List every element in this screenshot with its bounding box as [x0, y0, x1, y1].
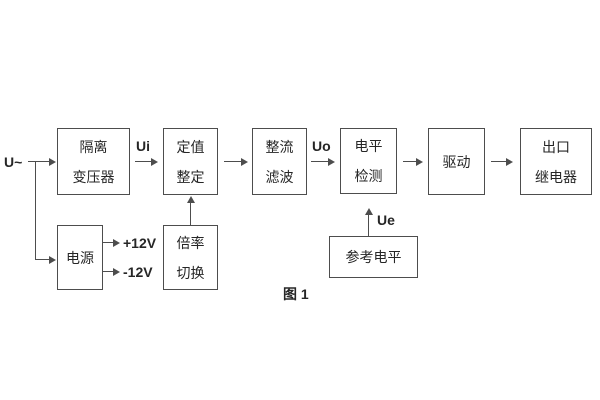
arrowhead-right-icon [328, 158, 335, 166]
block-label: 驱动 [442, 153, 471, 170]
arrowhead-right-icon [113, 268, 120, 276]
arrowhead-right-icon [49, 158, 56, 166]
conn-ratio-setting-line [190, 203, 191, 225]
arrowhead-right-icon [416, 158, 423, 166]
arrowhead-right-icon [151, 158, 158, 166]
conn-input-line [28, 161, 50, 162]
block-label: 滤波 [265, 168, 294, 185]
conn-ue-line [368, 215, 369, 236]
block-label: 电平 [354, 138, 383, 154]
block-label: 整定 [176, 168, 205, 185]
conn-setting-rectify-line [224, 161, 242, 162]
block-reference-level: 参考电平 [329, 236, 418, 278]
conn-ui-line [135, 161, 152, 162]
block-setting: 定值 整定 [163, 128, 218, 195]
power-rail-minus12v-label: -12V [123, 264, 153, 280]
block-power-supply: 电源 [57, 225, 103, 290]
block-label: 整流 [265, 138, 294, 155]
block-label: 继电器 [535, 168, 577, 185]
conn-detect-drive-line [403, 161, 417, 162]
block-ratio-switch: 倍率 切换 [163, 225, 218, 290]
block-label: 变压器 [72, 168, 115, 185]
block-label: 出口 [542, 138, 570, 155]
arrowhead-right-icon [241, 158, 248, 166]
signal-label-ue: Ue [377, 212, 395, 228]
power-rail-plus12v-label: +12V [123, 235, 157, 251]
block-label: 电源 [66, 249, 94, 266]
block-rectify-filter: 整流 滤波 [252, 128, 307, 195]
block-label: 隔离 [79, 138, 108, 155]
block-output-relay: 出口 继电器 [520, 128, 592, 195]
block-label: 定值 [176, 138, 205, 155]
arrowhead-right-icon [506, 158, 513, 166]
block-label: 检测 [354, 168, 383, 184]
input-voltage-label: U~ [4, 154, 23, 170]
signal-label-ui: Ui [136, 138, 150, 154]
block-isolation-transformer: 隔离 变压器 [57, 128, 130, 195]
conn-plus12v-line [103, 242, 114, 243]
figure-caption: 图 1 [283, 286, 309, 302]
arrowhead-right-icon [49, 256, 56, 264]
block-drive: 驱动 [428, 128, 485, 195]
block-level-detect: 电平 检测 [340, 128, 397, 194]
conn-uo-line [311, 161, 329, 162]
arrowhead-up-icon [187, 196, 195, 203]
arrowhead-right-icon [113, 239, 120, 247]
conn-input-branch-line [35, 161, 36, 260]
block-label: 切换 [176, 264, 205, 281]
signal-label-uo: Uo [312, 138, 331, 154]
block-label: 倍率 [176, 234, 205, 251]
conn-drive-relay-line [491, 161, 507, 162]
arrowhead-up-icon [365, 208, 373, 215]
conn-minus12v-line [103, 271, 114, 272]
block-label: 参考电平 [345, 249, 402, 265]
conn-power-input-line [35, 259, 50, 260]
